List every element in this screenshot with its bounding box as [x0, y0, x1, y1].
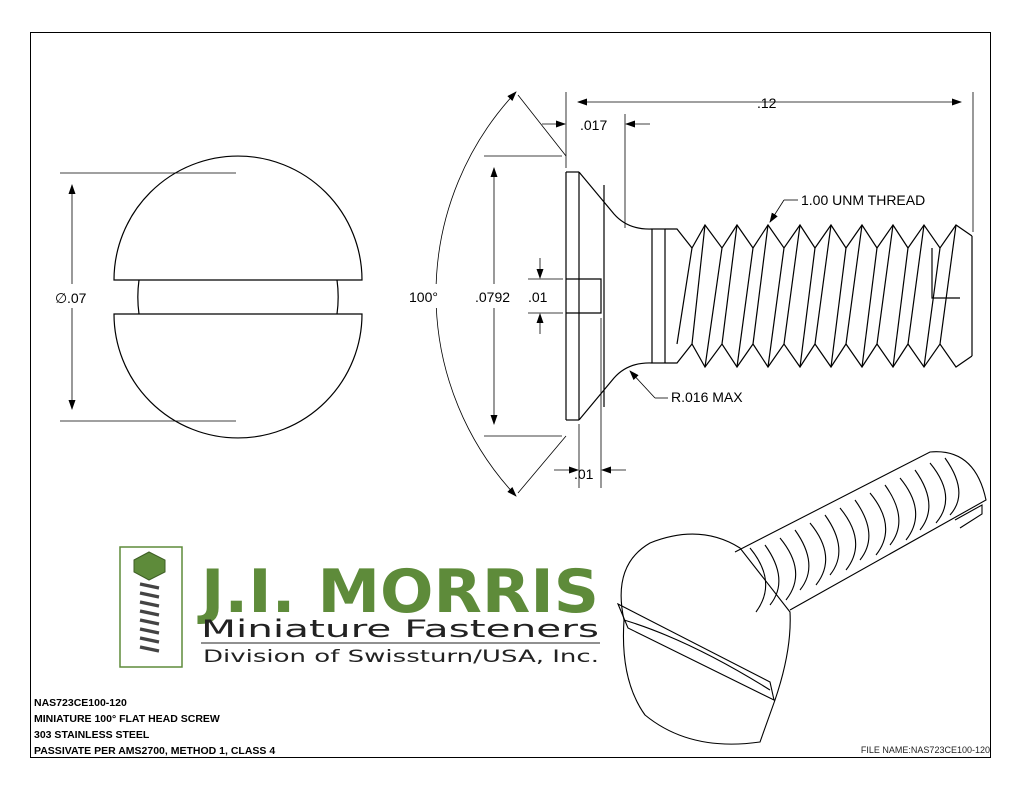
- head-dia-label: .0792: [475, 289, 510, 305]
- file-name: FILE NAME:NAS723CE100-120: [860, 745, 990, 755]
- slot-width-label: .01: [528, 289, 548, 305]
- end-view: [113, 155, 363, 439]
- fillet-label: R.016 MAX: [671, 389, 743, 405]
- isometric-screw: [616, 451, 987, 745]
- head-edge-label: .017: [580, 117, 607, 133]
- length-label: .12: [757, 95, 777, 111]
- logo-division: Division of Swissturn/USA, Inc.: [203, 647, 599, 667]
- part-description: MINIATURE 100° FLAT HEAD SCREW: [34, 713, 220, 725]
- part-finish: PASSIVATE PER AMS2700, METHOD 1, CLASS 4: [34, 745, 276, 757]
- slot-depth-label: .01: [574, 466, 594, 482]
- hex-bolt-icon: [133, 551, 166, 581]
- part-number: NAS723CE100-120: [34, 697, 127, 709]
- logo-tagline: Miniature Fasteners: [201, 615, 599, 643]
- company-logo: J.I. MORRIS Miniature Fasteners Division…: [119, 546, 600, 668]
- angle-label: 100°: [409, 289, 438, 305]
- diameter-symbol: ∅: [55, 290, 67, 306]
- title-block: NAS723CE100-120 MINIATURE 100° FLAT HEAD…: [34, 695, 275, 759]
- thread-label: 1.00 UNM THREAD: [801, 192, 925, 208]
- drawing-border: [30, 32, 991, 758]
- part-material: 303 STAINLESS STEEL: [34, 729, 150, 741]
- side-view-screw: [565, 171, 973, 421]
- diameter-label: .07: [67, 290, 87, 306]
- logo-name: J.I. MORRIS: [197, 557, 599, 627]
